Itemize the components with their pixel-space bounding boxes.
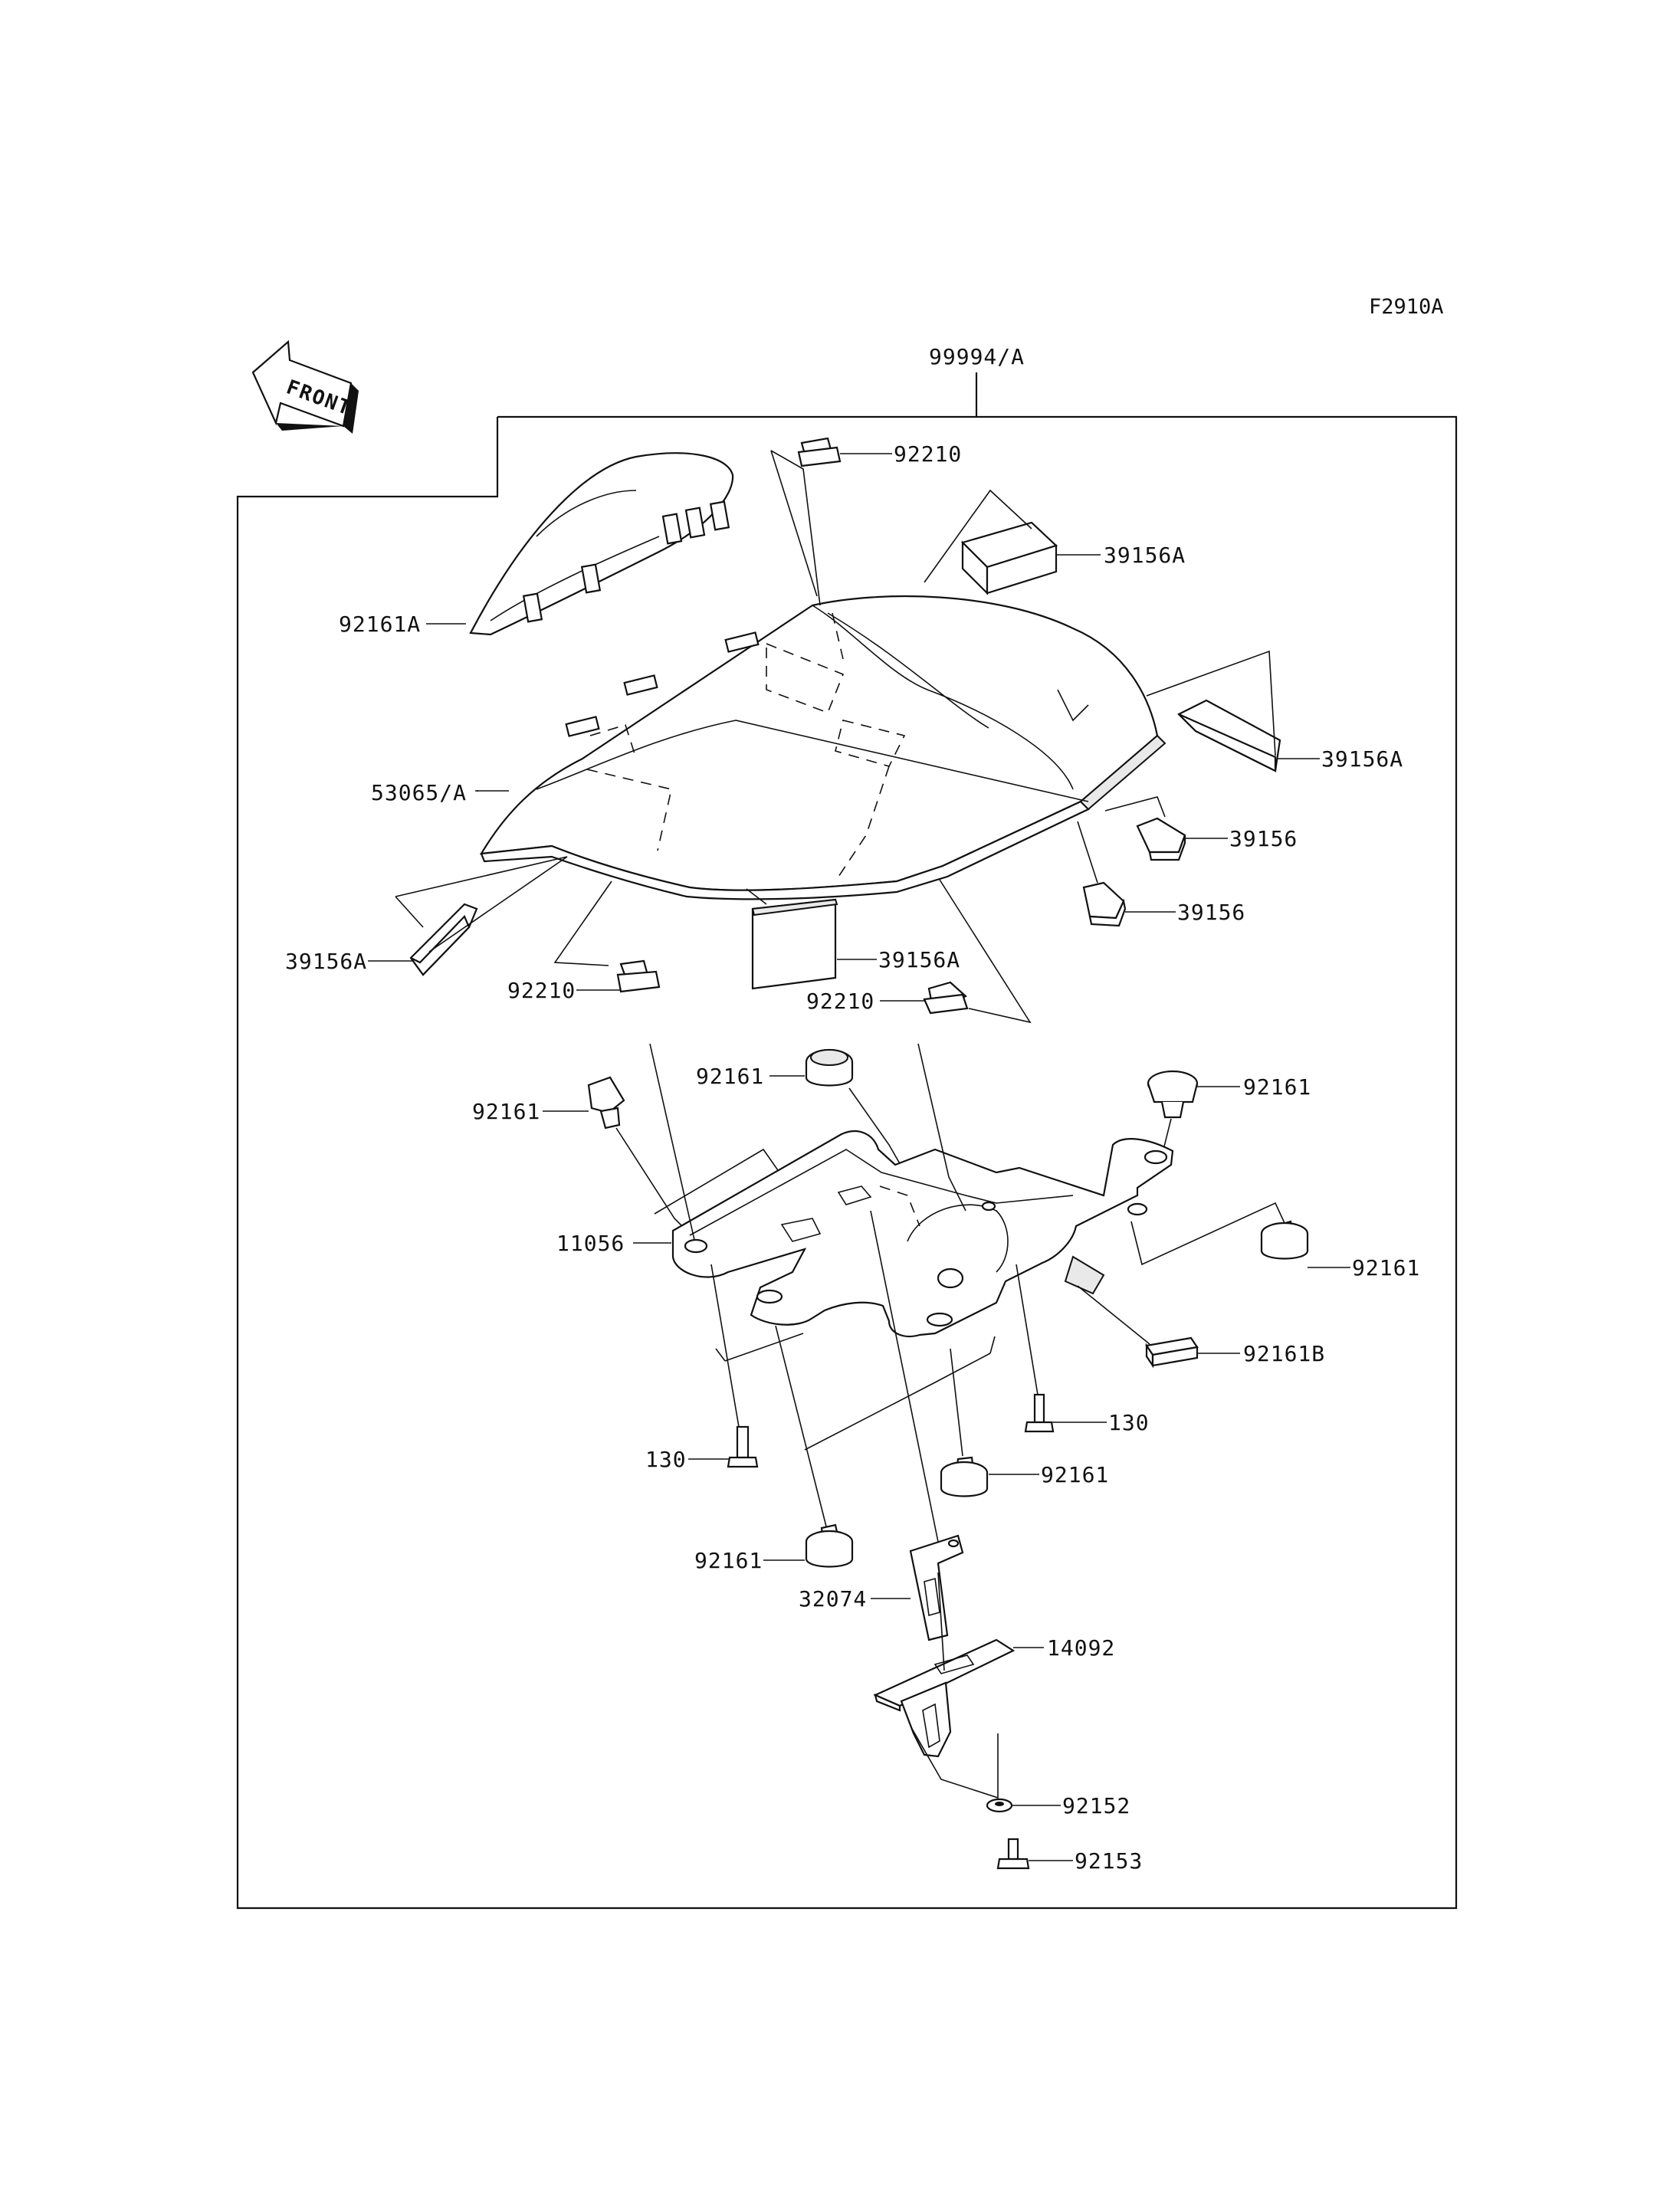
bracket-11056 xyxy=(671,1130,1174,1338)
label-53065A: 53065/A xyxy=(371,780,467,805)
label-92161-d: 92161 xyxy=(1352,1255,1420,1280)
cushion-39156A-right xyxy=(1177,699,1281,772)
damper-92161-f xyxy=(805,1523,854,1568)
assembly-label: 99994/A xyxy=(929,344,1025,369)
label-92152: 92152 xyxy=(1062,1793,1130,1818)
label-92210-left: 92210 xyxy=(507,978,576,1003)
cushion-39156A-top xyxy=(960,521,1058,595)
label-11056: 11056 xyxy=(556,1231,625,1256)
label-39156A-1: 39156A xyxy=(1104,543,1186,568)
stay-32074 xyxy=(909,1534,964,1641)
label-92210-mid: 92210 xyxy=(806,989,874,1014)
cushion-92161B xyxy=(1145,1336,1199,1369)
clip-nut-92210-top xyxy=(797,437,842,467)
damper-92161-c xyxy=(1147,1070,1199,1119)
label-39156A-2: 39156A xyxy=(1321,746,1403,772)
label-92161-a: 92161 xyxy=(696,1064,764,1089)
figure-code: F2910A xyxy=(1369,295,1444,319)
grommet-92161-a xyxy=(805,1048,854,1087)
cushion-39156-lower xyxy=(1082,881,1127,927)
label-32074: 32074 xyxy=(799,1586,867,1612)
seat-cowl-pad-92161A xyxy=(469,452,734,636)
label-14092: 14092 xyxy=(1047,1635,1115,1661)
label-39156-1: 39156 xyxy=(1229,826,1298,851)
label-39156A-4: 39156A xyxy=(878,947,960,972)
cushion-39156A-left xyxy=(409,903,478,976)
cover-14092 xyxy=(873,1638,1016,1758)
washer-92152 xyxy=(986,1798,1013,1813)
assembly-frame xyxy=(236,415,1458,1910)
bolt-130-left xyxy=(727,1425,759,1468)
clip-nut-92210-mid xyxy=(923,981,969,1015)
screw-92153 xyxy=(996,1838,1030,1870)
damper-92161-e xyxy=(940,1456,989,1497)
clip-nut-92210-left xyxy=(616,959,661,993)
seat-cowl-53065A xyxy=(479,595,1166,900)
label-92161-b: 92161 xyxy=(472,1099,540,1124)
label-130-right: 130 xyxy=(1108,1410,1150,1435)
label-92161B: 92161B xyxy=(1243,1341,1325,1366)
cushion-39156A-center xyxy=(751,898,838,990)
cushion-39156-upper xyxy=(1136,817,1186,861)
label-39156-2: 39156 xyxy=(1177,900,1245,925)
label-92161-e: 92161 xyxy=(1041,1462,1109,1487)
front-arrow-icon: FRONT xyxy=(251,339,359,434)
label-92161A: 92161A xyxy=(339,612,421,637)
label-92161-f: 92161 xyxy=(694,1548,763,1573)
damper-92161-d xyxy=(1260,1220,1309,1260)
label-39156A-3: 39156A xyxy=(285,949,367,974)
bolt-130-right xyxy=(1024,1393,1055,1433)
label-92153: 92153 xyxy=(1075,1848,1143,1874)
damper-92161-b xyxy=(587,1076,625,1130)
label-130-left: 130 xyxy=(645,1447,687,1472)
label-92210-top: 92210 xyxy=(894,441,962,467)
label-92161-c: 92161 xyxy=(1243,1074,1311,1100)
